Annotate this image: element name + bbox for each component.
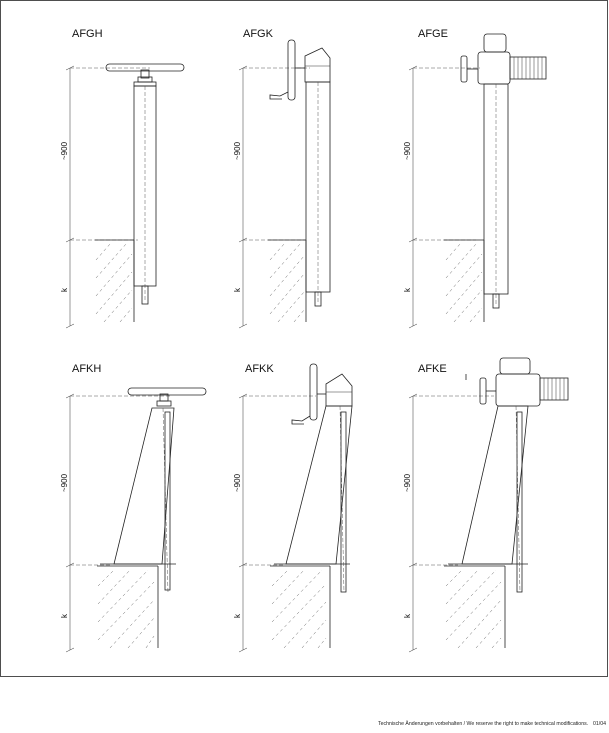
ground-section — [444, 239, 485, 323]
drawing-title: AFGH — [72, 28, 103, 40]
sheet-frame — [0, 0, 608, 677]
electric-actuator-icon — [465, 357, 569, 407]
drawing-title: AFKE — [418, 363, 447, 375]
depth-dimension-label: k — [403, 613, 412, 618]
dimension-line — [408, 65, 480, 329]
dimension-line — [238, 393, 316, 653]
inclined-column — [100, 407, 176, 593]
drawing-afgh: AFGH ~900 k — [60, 28, 185, 329]
dimension-line — [408, 393, 494, 653]
inclined-column — [448, 405, 529, 593]
drawing-title: AFKK — [245, 363, 274, 375]
footer-date: 01/04 — [593, 721, 606, 727]
ground-section — [268, 239, 307, 323]
column-shaft — [133, 81, 157, 305]
height-dimension-label: ~900 — [403, 473, 412, 492]
depth-dimension-label: k — [60, 613, 69, 618]
height-dimension-label: ~900 — [403, 141, 412, 160]
drawing-title: AFGK — [243, 28, 274, 40]
depth-dimension-label: k — [60, 287, 69, 292]
drawing-title: AFKH — [72, 363, 101, 375]
height-dimension-label: ~900 — [60, 473, 69, 492]
drawing-title: AFGE — [418, 28, 448, 40]
height-dimension-label: ~900 — [60, 141, 69, 160]
drawing-afgk: AFGK ~900 k — [233, 28, 331, 329]
dimension-line — [65, 65, 150, 329]
gearbox-handwheel-icon — [269, 39, 331, 101]
depth-dimension-label: k — [233, 287, 242, 292]
ground-section — [270, 565, 331, 649]
dimension-line — [65, 393, 170, 653]
handwheel-icon — [105, 63, 185, 83]
handwheel-icon — [127, 387, 207, 407]
gearbox-handwheel-icon — [291, 363, 353, 425]
drawing-afge: AFGE ~900 k — [403, 28, 547, 329]
drawing-afkk: AFKK ~900 k — [233, 363, 353, 653]
footer-note: Technische Änderungen vorbehalten / We r… — [378, 720, 588, 727]
ground-section — [97, 565, 159, 649]
depth-dimension-label: k — [403, 287, 412, 292]
drawing-afke: AFKE ~900 k — [403, 357, 569, 653]
dimension-line — [238, 65, 310, 329]
height-dimension-label: ~900 — [233, 141, 242, 160]
height-dimension-label: ~900 — [233, 473, 242, 492]
column-shaft — [483, 83, 509, 309]
inclined-column — [274, 405, 353, 593]
column-shaft — [305, 81, 331, 307]
drawing-afkh: AFKH ~900 k — [60, 363, 207, 653]
ground-section — [444, 565, 506, 649]
electric-actuator-icon — [460, 33, 547, 85]
ground-section — [95, 239, 135, 323]
depth-dimension-label: k — [233, 613, 242, 618]
